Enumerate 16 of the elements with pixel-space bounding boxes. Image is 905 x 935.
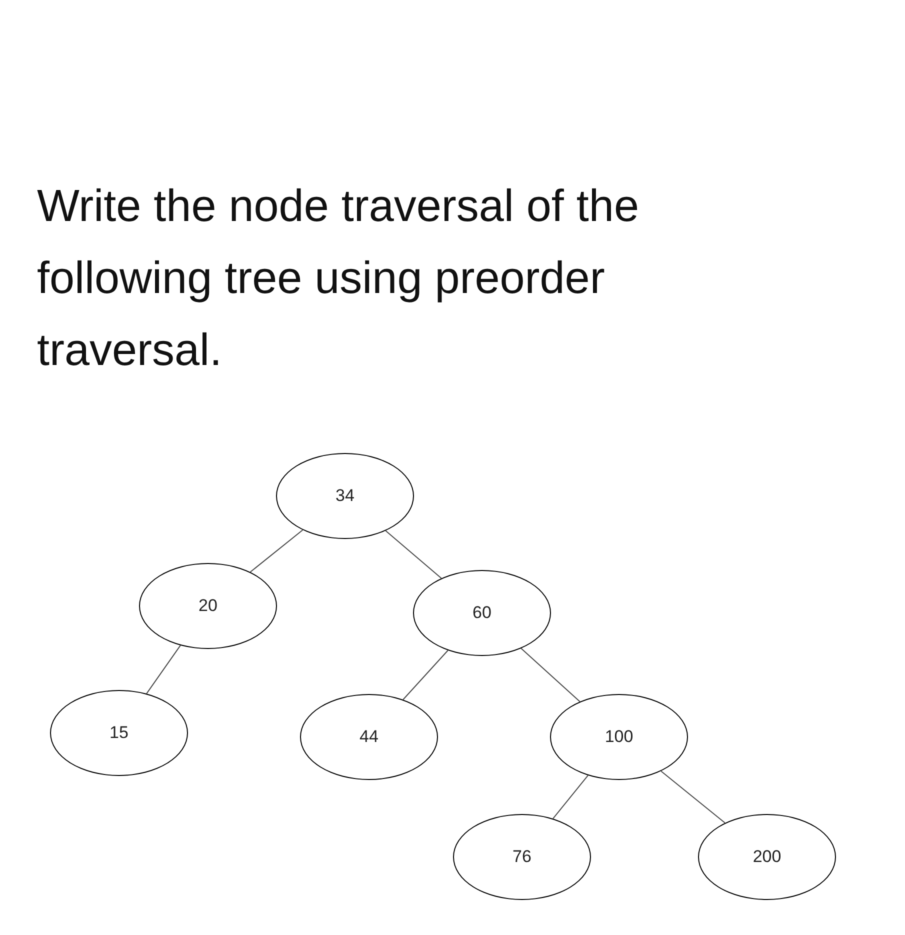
node-value: 20 [198,595,218,618]
node-value: 60 [472,602,492,624]
node-value: 15 [110,722,128,744]
tree-edge [146,644,181,694]
node-value: 200 [752,846,782,868]
tree-edge [402,650,448,700]
tree-edge [250,529,304,573]
node-value: 34 [336,485,354,508]
node-value: 100 [604,726,634,748]
tree-edge [520,648,580,702]
tree-edge [385,530,442,579]
node-value: 76 [512,846,532,868]
tree-edge [660,770,726,824]
node-value: 44 [360,726,378,748]
question-text: Write the node traversal of the following tree using preorder traversal. [37,179,640,377]
tree-edge [552,774,588,820]
